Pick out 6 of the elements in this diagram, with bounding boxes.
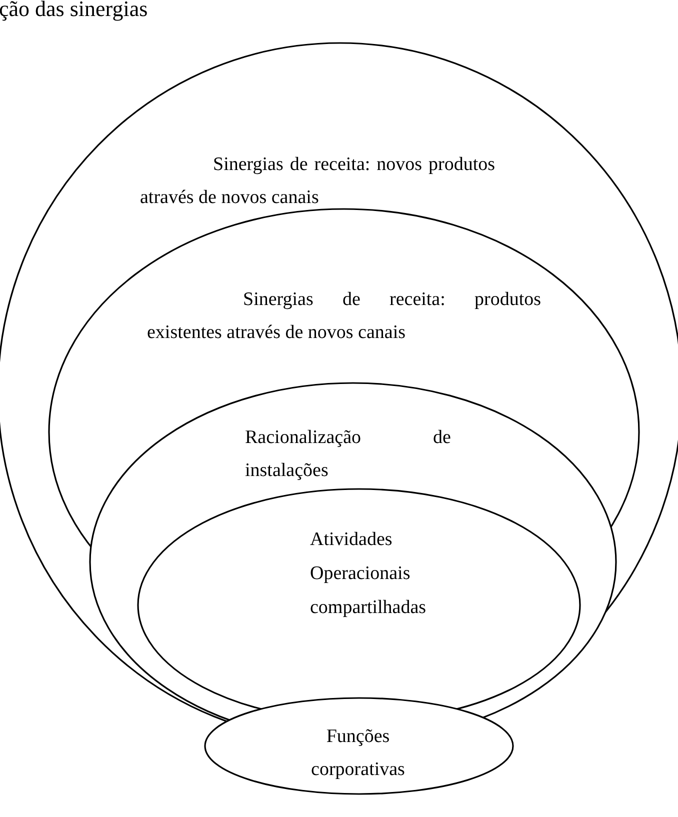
- title: ção das sinergias: [0, 0, 148, 22]
- ellipse-label: Sinergias de receita: novos produtos através de novos canais: [140, 153, 496, 210]
- ellipse-label: Atividades Operacionais compartilhadas: [310, 528, 428, 620]
- ellipse-label: Funções corporativas: [310, 725, 406, 782]
- ellipse-label: Sinergias de receita: produtos existentes através de novos canais: [147, 288, 541, 345]
- ellipse-label: Racionalização de instalações: [245, 426, 451, 483]
